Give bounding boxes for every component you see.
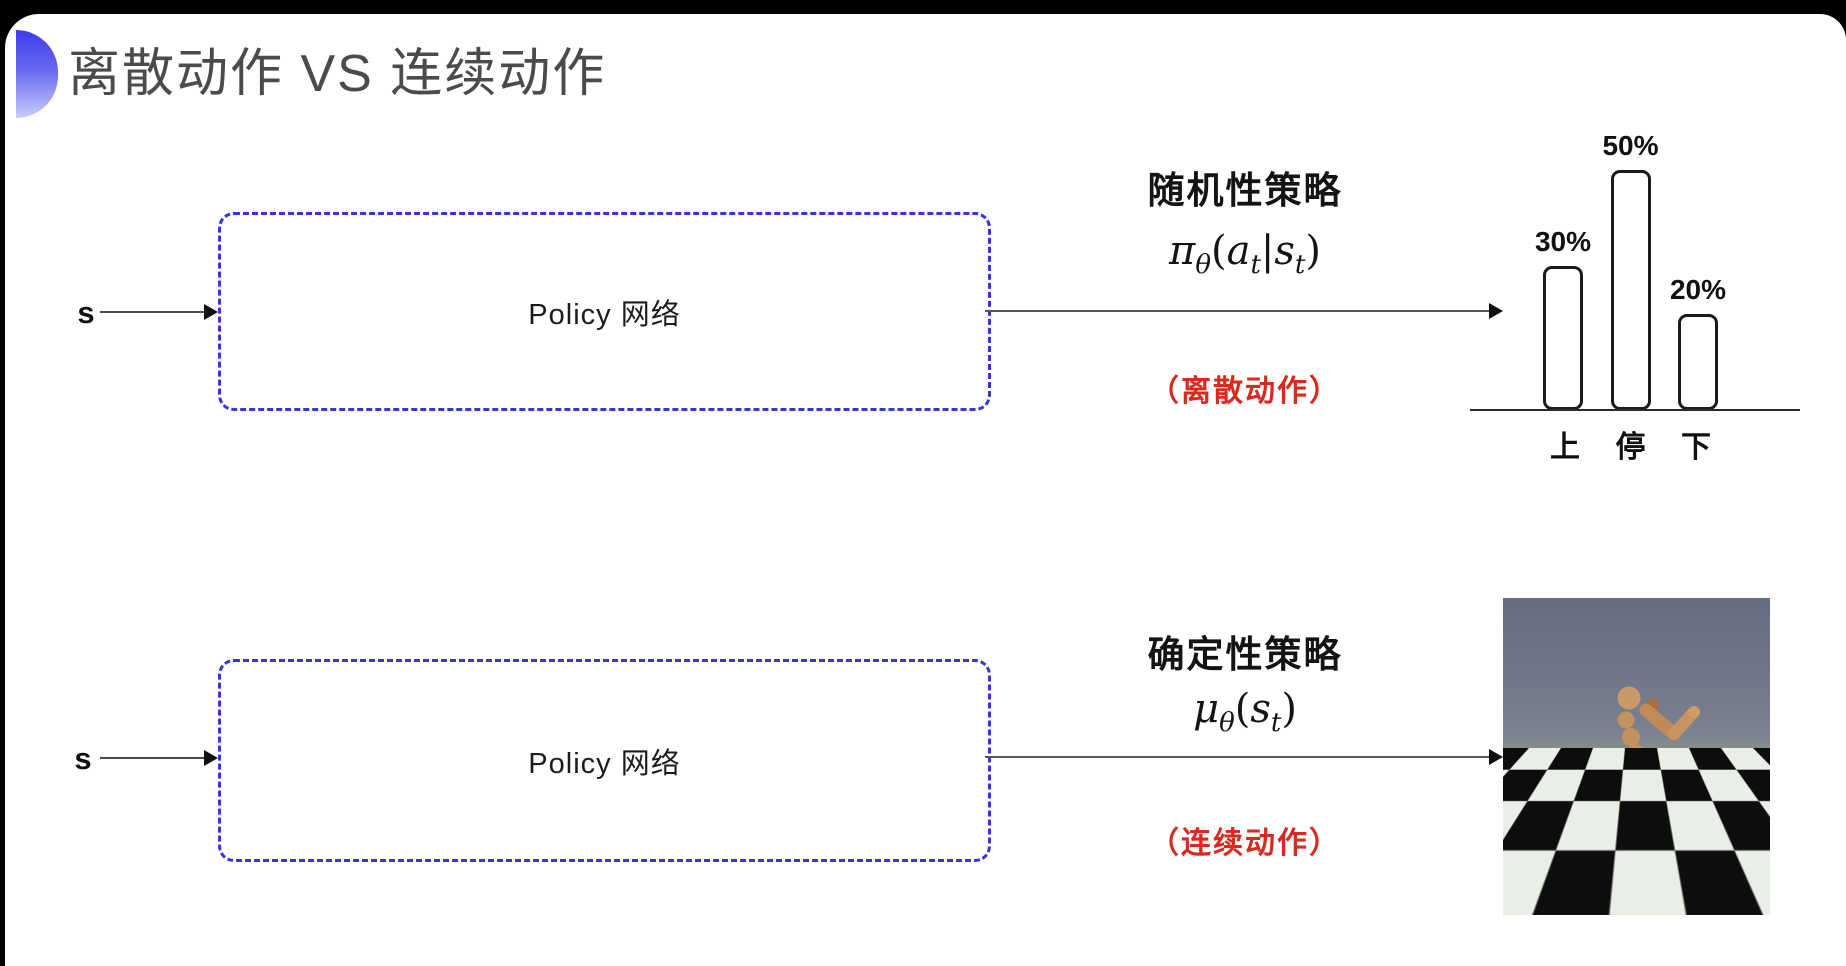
formula-conditional-bar: | xyxy=(1260,228,1275,274)
bar-category-label: 上 xyxy=(1550,431,1580,464)
policy-network-box-continuous: Policy 网络 xyxy=(218,659,991,862)
formula-open-paren: ( xyxy=(1210,228,1227,274)
formula-close-paren: ) xyxy=(1281,686,1297,732)
bar-categories: 上停下 xyxy=(1543,422,1718,466)
policy-network-label: Policy 网络 xyxy=(528,747,681,780)
continuous-action-note: （连续动作） xyxy=(1149,827,1341,860)
formula-t-sub2: t xyxy=(1294,250,1306,280)
humanoid-robot-figure xyxy=(1590,686,1707,865)
discrete-action-note: （离散动作） xyxy=(1149,375,1341,408)
formula-mu: μ xyxy=(1193,686,1220,732)
policy-network-label: Policy 网络 xyxy=(528,298,681,331)
bar-value-label: 30% xyxy=(1534,226,1592,257)
accent-semicircle-icon xyxy=(16,30,58,118)
formula-close-paren: ) xyxy=(1305,228,1321,274)
bar-columns: 30% 50% 20% xyxy=(1535,110,1726,410)
bar-column: 50% xyxy=(1602,130,1659,410)
bar xyxy=(1543,266,1583,410)
chart-baseline xyxy=(1470,409,1800,411)
deterministic-policy-formula: μθ(st) xyxy=(1045,686,1445,738)
state-input-label-continuous: s xyxy=(74,741,92,776)
bar-column: 20% xyxy=(1670,274,1726,410)
output-arrow-continuous xyxy=(985,749,1503,765)
formula-theta-sub: θ xyxy=(1219,708,1235,738)
input-arrow-discrete xyxy=(100,304,218,320)
formula-action-arg: a xyxy=(1226,228,1251,274)
floor-highlight xyxy=(1572,876,1664,915)
humanoid-simulation-image xyxy=(1503,598,1770,915)
formula-state-arg: s xyxy=(1250,686,1271,732)
formula-t-sub: t xyxy=(1250,250,1261,280)
input-arrow-continuous xyxy=(100,750,218,766)
slide: 离散动作 VS 连续动作 s Policy 网络 随机性策略 πθ(at|st)… xyxy=(5,14,1846,966)
stochastic-policy-formula: πθ(at|st) xyxy=(1045,228,1445,280)
bar-value-label: 50% xyxy=(1602,130,1659,161)
formula-open-paren: ( xyxy=(1234,686,1251,732)
bar xyxy=(1678,314,1718,410)
bar-value-label: 20% xyxy=(1669,274,1727,305)
formula-theta-sub: θ xyxy=(1195,250,1211,280)
formula-pi: π xyxy=(1169,228,1196,274)
state-input-label-discrete: s xyxy=(77,295,95,330)
stochastic-policy-label: 随机性策略 xyxy=(1147,170,1343,211)
bar-category-label: 下 xyxy=(1681,431,1711,464)
bar-category-label: 停 xyxy=(1615,431,1646,464)
page-title: 离散动作 VS 连续动作 xyxy=(68,45,607,103)
deterministic-policy-label: 确定性策略 xyxy=(1147,634,1343,675)
bar-column: 30% xyxy=(1535,226,1591,410)
bar xyxy=(1610,170,1651,410)
formula-state-arg: s xyxy=(1274,228,1295,274)
sky-background xyxy=(1503,598,1770,750)
output-arrow-discrete xyxy=(985,303,1503,319)
formula-t-sub: t xyxy=(1270,708,1282,738)
policy-network-box-discrete: Policy 网络 xyxy=(218,212,991,411)
